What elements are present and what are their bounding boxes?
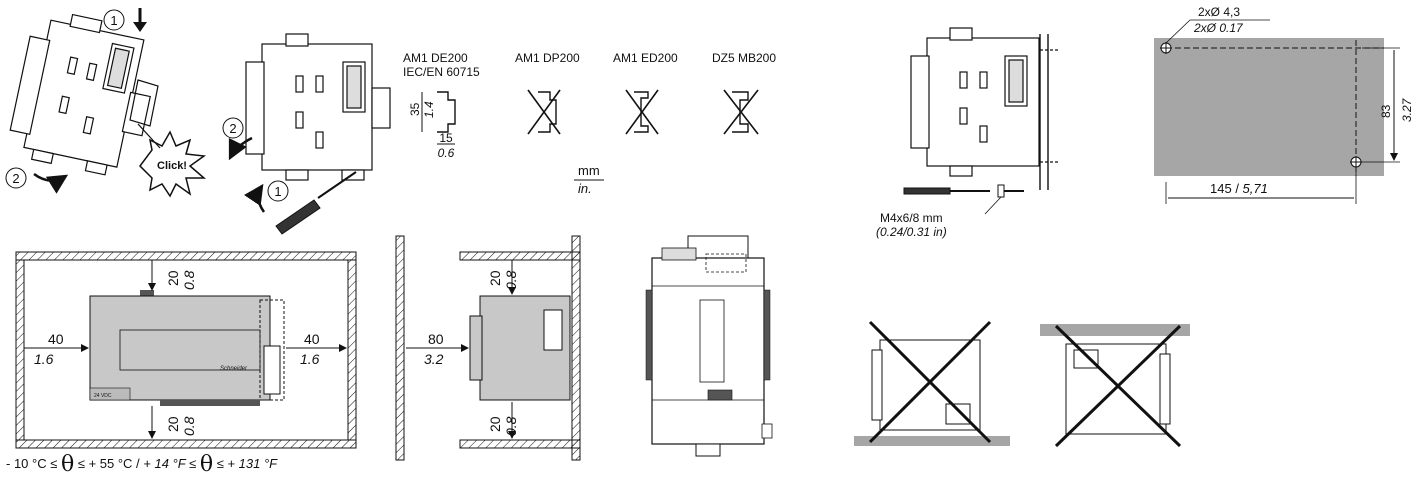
svg-text:83: 83 [1379, 104, 1393, 118]
svg-text:145 / 5,71: 145 / 5,71 [1210, 181, 1268, 196]
panel-mount-device [910, 27, 1060, 190]
rail-dp200-invalid [527, 89, 561, 135]
svg-text:2: 2 [12, 171, 19, 186]
svg-text:24 VDC: 24 VDC [94, 393, 112, 399]
svg-text:20: 20 [487, 416, 503, 432]
svg-text:2xØ 4,3: 2xØ 4,3 [1198, 5, 1240, 19]
svg-text:1.4: 1.4 [422, 101, 436, 118]
svg-text:35: 35 [408, 102, 422, 116]
svg-text:80: 80 [428, 331, 444, 347]
svg-text:20: 20 [487, 270, 503, 286]
svg-text:3.27: 3.27 [1400, 97, 1414, 122]
din-rail-profile [437, 91, 456, 133]
wrong-orientation-1 [854, 320, 1010, 446]
svg-text:40: 40 [304, 331, 320, 347]
svg-text:DZ5 MB200: DZ5 MB200 [712, 51, 776, 65]
unit-mm: mm [578, 163, 600, 178]
svg-text:AM1 DE200: AM1 DE200 [403, 51, 468, 65]
svg-text:0.8: 0.8 [181, 416, 197, 436]
enclosure-side-view: 80 3.2 20 0.8 20 0.8 [395, 235, 581, 461]
svg-text:1: 1 [110, 13, 117, 28]
svg-text:15: 15 [439, 131, 453, 145]
svg-text:40: 40 [48, 331, 64, 347]
svg-text:0.8: 0.8 [503, 270, 519, 290]
unit-in: in. [578, 181, 592, 196]
svg-text:3.2: 3.2 [424, 351, 444, 367]
svg-text:1: 1 [274, 184, 281, 199]
down-arrow-icon [133, 8, 147, 32]
svg-text:20: 20 [165, 416, 181, 432]
svg-text:1.6: 1.6 [34, 351, 54, 367]
step-2-badge: 2 [5, 167, 27, 189]
rotate-arrow-icon [243, 183, 266, 213]
screw-icon [984, 184, 1024, 215]
rotate-arrow-icon [33, 172, 69, 194]
svg-text:20: 20 [165, 270, 181, 286]
screwdriver-icon [903, 187, 990, 195]
svg-text:2xØ 0.17: 2xØ 0.17 [1193, 21, 1244, 35]
rotate-arrow-icon [228, 136, 253, 161]
step-2-badge-b: 2 [222, 117, 244, 139]
svg-text:Click!: Click! [157, 160, 187, 172]
screw-spec-mm: M4x6/8 mm [880, 211, 943, 225]
mount-step-device-on-rail [245, 33, 391, 181]
wrong-orientation-2 [1040, 324, 1190, 448]
svg-text:IEC/EN 60715: IEC/EN 60715 [403, 65, 480, 79]
svg-text:0.8: 0.8 [181, 270, 197, 290]
rail-mb200-invalid [723, 89, 759, 135]
enclosure-front-view: 24 VDC Schneider 20 0.8 20 0.8 40 1.6 40… [15, 251, 357, 449]
svg-text:AM1 DP200: AM1 DP200 [515, 51, 580, 65]
vertical-device [645, 235, 773, 457]
step-1-badge-b: 1 [267, 180, 289, 202]
svg-text:AM1 ED200: AM1 ED200 [613, 51, 678, 65]
svg-text:0.8: 0.8 [503, 416, 519, 436]
svg-text:1.6: 1.6 [300, 351, 320, 367]
mount-step-tilted-device [9, 13, 159, 176]
svg-text:Schneider: Schneider [220, 366, 248, 372]
screw-spec-in: (0.24/0.31 in) [876, 225, 947, 239]
operating-temperature: - 10 °C ≤ θ ≤ + 55 °C / + 14 °F ≤ θ ≤ + … [6, 452, 278, 477]
rail-ed200-invalid [625, 89, 659, 135]
click-starburst: Click! [137, 123, 207, 198]
rail-types: AM1 DE200 IEC/EN 60715 AM1 DP200 AM1 ED2… [403, 51, 776, 196]
screwdriver-icon [275, 171, 357, 235]
step-1-badge: 1 [103, 9, 125, 31]
svg-text:2: 2 [229, 121, 236, 136]
drilling-template: 2xØ 4,3 2xØ 0.17 83 3.27 145 / 5,71 [1154, 5, 1414, 204]
svg-text:0.6: 0.6 [438, 146, 455, 160]
